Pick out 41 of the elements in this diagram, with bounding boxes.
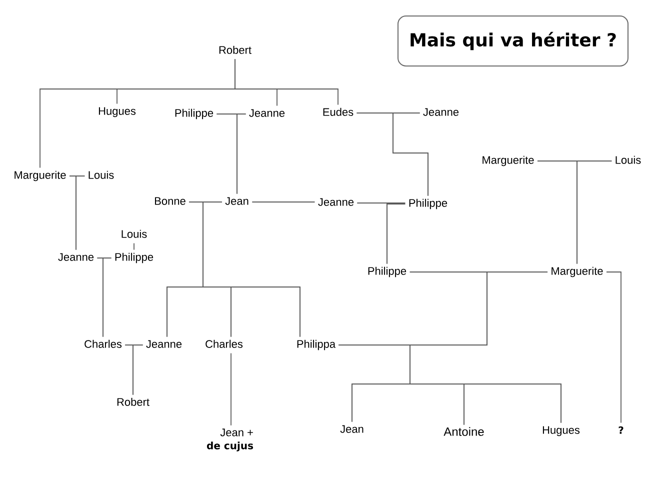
person-name: Jeanne <box>58 253 94 261</box>
person-name: Eudes <box>323 108 354 116</box>
person-name: Jeanne <box>423 108 459 116</box>
person-name: Jeanne <box>146 340 182 348</box>
person-name: Marguerite <box>552 266 603 278</box>
descent-line <box>230 352 232 426</box>
person-name: Robert <box>219 46 252 54</box>
person-name: Marguerite <box>14 170 66 182</box>
person-name: Jean <box>340 425 364 433</box>
person-name: Jean <box>225 197 248 205</box>
person-name: Robert <box>117 398 150 406</box>
descent-line <box>76 176 86 250</box>
descent-line <box>576 160 612 264</box>
person-name: ? <box>618 426 624 434</box>
person-name: Philippa <box>297 340 336 350</box>
person-name: Charles <box>84 340 122 348</box>
person-name: Hugues <box>542 426 580 436</box>
descent-line <box>102 258 112 338</box>
descent-line <box>606 272 622 424</box>
descent-line <box>392 112 428 196</box>
person-name: Louis <box>616 156 641 164</box>
descent-line <box>386 204 406 264</box>
person-name: Jeanne <box>249 109 285 117</box>
person-name: Antoine <box>444 427 484 436</box>
person-name: Bonne <box>155 197 186 205</box>
person-name: Louis <box>88 170 114 179</box>
person-name: Jeanne <box>318 198 354 206</box>
person-name: Hugues <box>98 107 136 118</box>
descent-line <box>234 58 338 106</box>
person-name: Charles <box>206 340 243 348</box>
descent-line <box>338 344 562 424</box>
person-name: Philippe <box>175 108 214 120</box>
descent-line <box>132 344 144 396</box>
person-name: Louis <box>122 230 147 238</box>
person-name: Philippe <box>115 252 154 264</box>
descent-line <box>236 114 246 194</box>
person-name: Philippe <box>409 198 448 210</box>
person-name: Jean + de cujus <box>206 428 254 452</box>
person-name: Philippe <box>368 266 406 278</box>
person-name: Marguerite <box>482 156 534 166</box>
title-banner: Mais qui va hériter ? <box>398 16 628 66</box>
